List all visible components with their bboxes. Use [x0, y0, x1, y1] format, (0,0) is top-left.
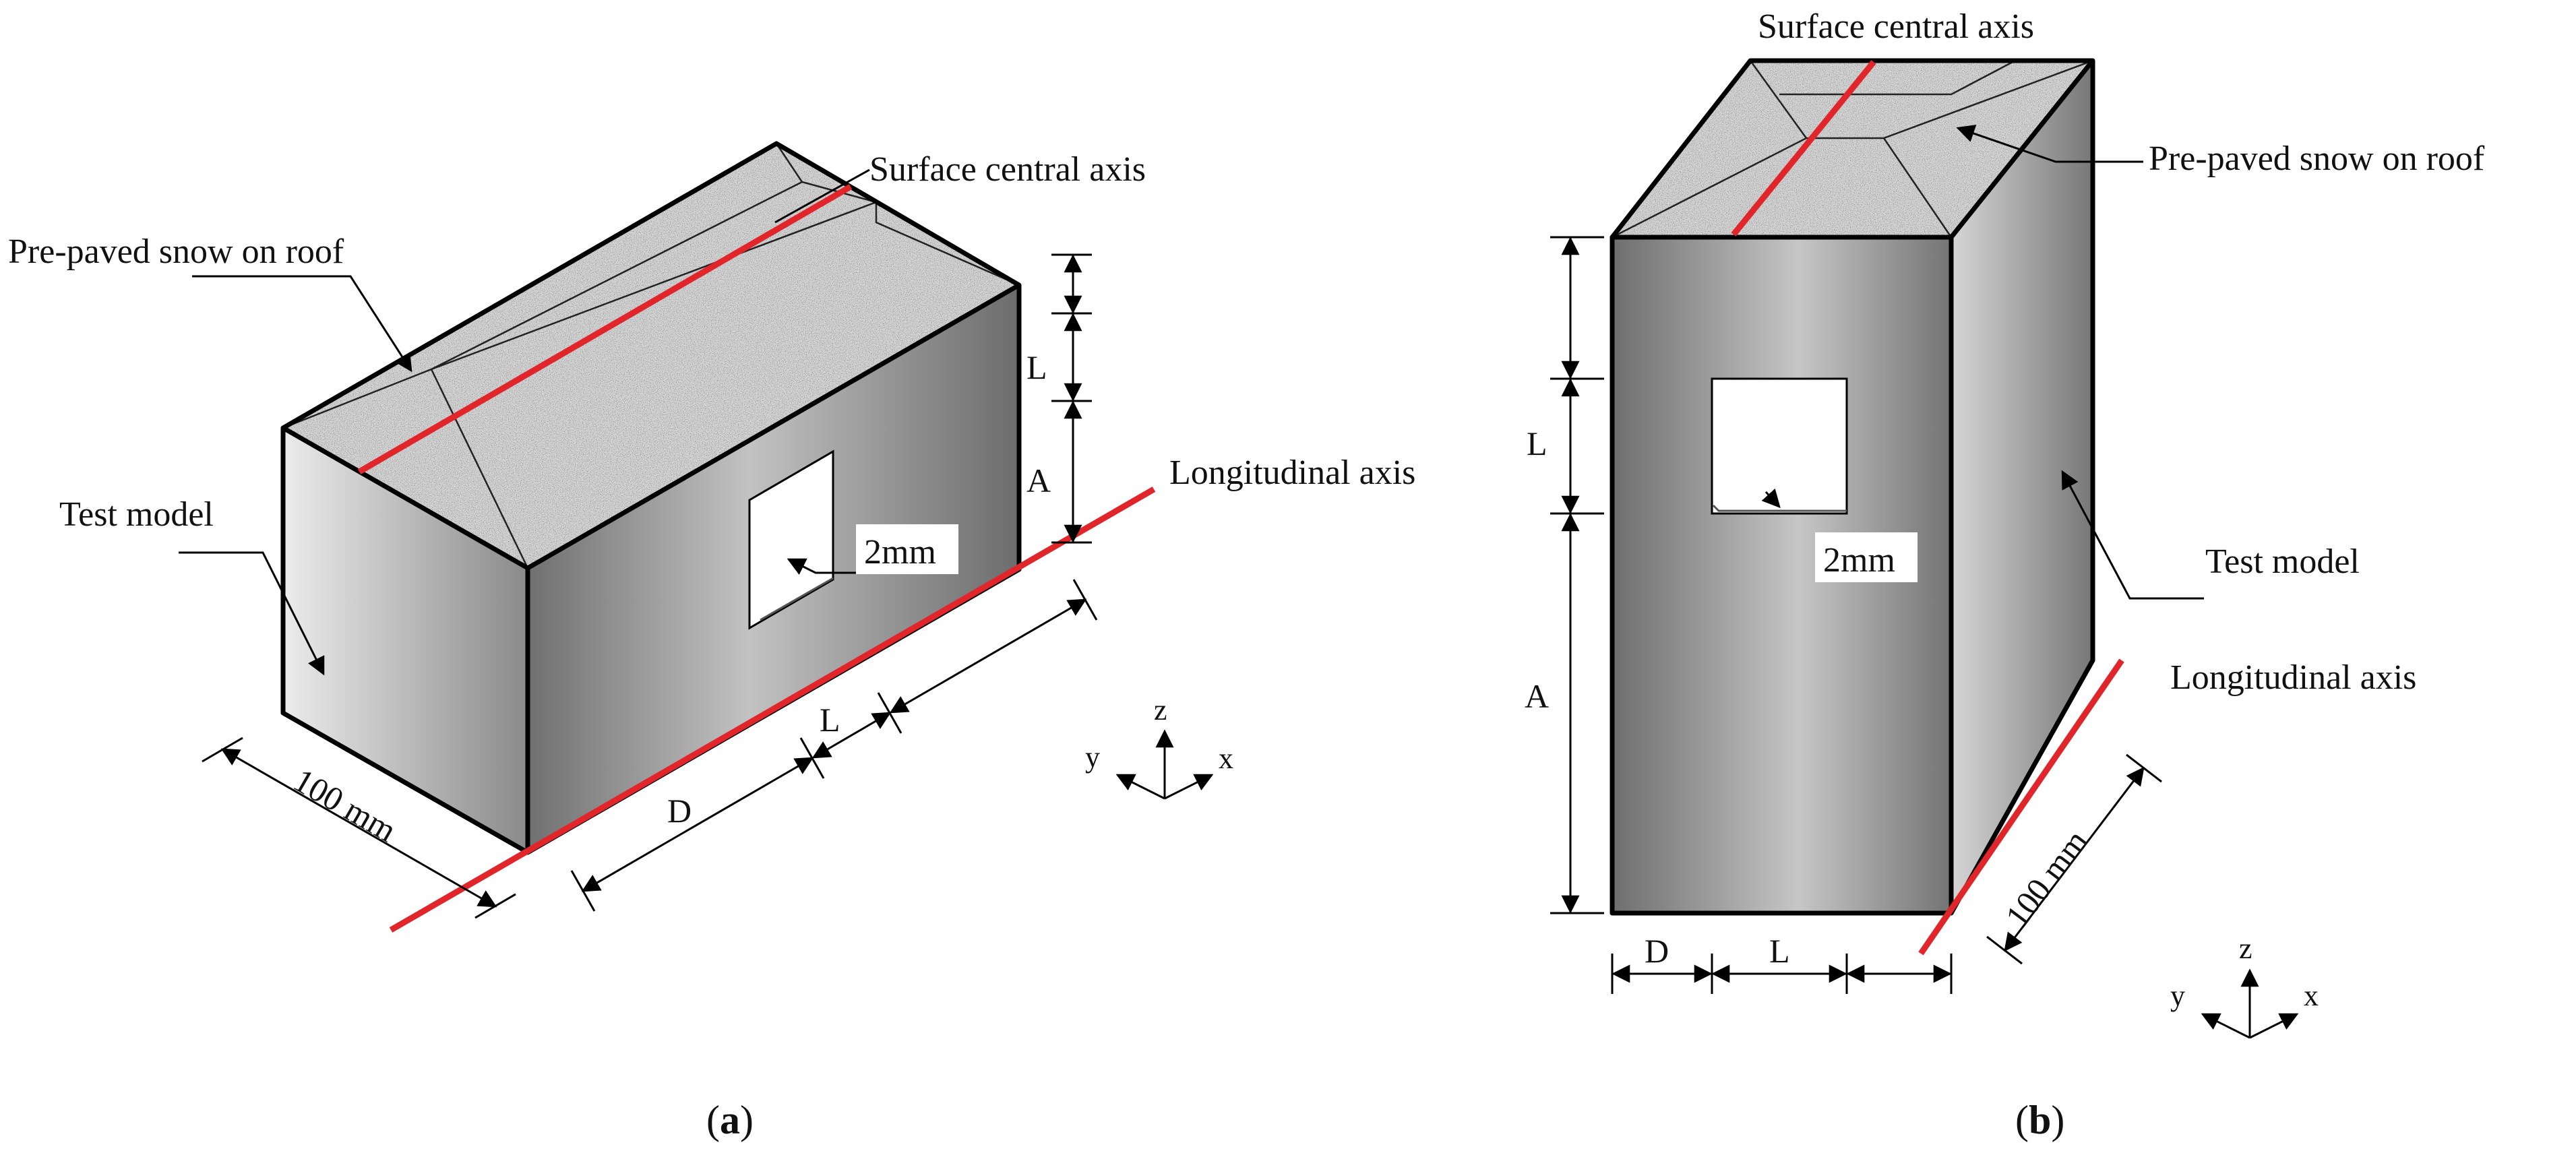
leader-a-test-model	[179, 551, 325, 676]
model-a-roof-snow	[283, 144, 1019, 568]
dim-b-A-label: A	[1525, 677, 1549, 715]
dim-a-tick-d3	[877, 692, 902, 734]
leader-a-surface-axis	[774, 168, 870, 224]
axes-b-y	[2201, 1013, 2250, 1039]
caption-b: (b)	[2015, 1098, 2064, 1142]
leader-b-gap	[1761, 488, 1781, 508]
dim-b-D-label: D	[1645, 932, 1669, 970]
dim-b-width-tick2	[2126, 753, 2162, 783]
label-a-surface-axis: Surface central axis	[869, 150, 1146, 189]
leader-b-test-model	[2061, 470, 2204, 600]
axes-a-y-label: y	[1085, 741, 1100, 774]
axes-a-y	[1115, 774, 1165, 800]
dim-b-L-bottom-label: L	[1769, 932, 1790, 970]
model-a-snow-ridge	[282, 143, 803, 429]
label-a-gap: 2mm	[864, 533, 936, 571]
label-a-longitudinal-axis: Longitudinal axis	[1169, 454, 1415, 492]
model-b-snow-ridge-1	[1749, 59, 2093, 139]
leader-a-gap	[787, 558, 859, 575]
model-a-snow-ridge-front	[430, 369, 529, 569]
model-b-side-face	[1951, 61, 2093, 913]
model-a-window-gap	[760, 577, 834, 621]
axes-b-z-label: z	[2239, 932, 2252, 965]
label-b-longitudinal-axis: Longitudinal axis	[2170, 658, 2416, 697]
model-b-window-gap	[1712, 504, 1847, 512]
dim-a-tick-d1	[570, 870, 596, 912]
dim-a-A-label: A	[1026, 462, 1051, 499]
axes-a-x	[1164, 774, 1214, 800]
label-a-snow: Pre-paved snow on roof	[8, 232, 344, 271]
model-a-surface-central-axis	[357, 184, 853, 474]
panel-a: Surface central axis Pre-paved snow on r…	[8, 141, 1415, 1142]
dim-a-width-tick2	[474, 893, 516, 919]
dim-a-tick-d2	[799, 737, 825, 779]
label-a-test-model: Test model	[59, 495, 214, 534]
label-b-surface-axis: Surface central axis	[1758, 7, 2034, 46]
dim-b-width-line	[2004, 766, 2145, 952]
panel-b: Surface central axis Pre-paved snow on r…	[1525, 7, 2485, 1142]
label-b-snow: Pre-paved snow on roof	[2149, 139, 2485, 178]
leader-a-snow	[192, 275, 412, 373]
dim-a-width-tick1	[202, 737, 243, 763]
axes-b-x	[2249, 1013, 2299, 1039]
axes-a-x-label: x	[1219, 742, 1233, 775]
dim-a-L-bottom-label: L	[820, 701, 840, 739]
axes-b-x-label: x	[2304, 979, 2319, 1012]
dim-b-width-label: 100 mm	[1998, 823, 2095, 935]
model-a-longitudinal-axis	[389, 487, 1156, 933]
label-a-gap-box	[856, 524, 958, 574]
model-b-snow-ridge-3	[1882, 137, 1953, 238]
model-b-outline-side	[1949, 61, 2095, 914]
model-b-surface-central-axis	[1731, 60, 1876, 237]
dim-a-A-bottom	[889, 598, 1087, 714]
caption-a: (a)	[706, 1098, 754, 1142]
model-b-front-face	[1612, 237, 1951, 913]
dim-a-tick-d4	[1072, 579, 1098, 621]
model-b-window	[1711, 377, 1848, 515]
dim-a-L-side-label: L	[1026, 348, 1047, 386]
dim-a-D-label: D	[667, 792, 692, 830]
dim-a-width-line	[220, 748, 497, 908]
dim-b-width-tick1	[1986, 935, 2023, 965]
axes-b-y-label: y	[2170, 979, 2185, 1012]
label-b-gap: 2mm	[1823, 541, 1895, 580]
dim-a-D	[581, 757, 814, 892]
dim-a-L-bottom	[811, 712, 892, 759]
model-a-window	[748, 449, 834, 630]
leader-b-snow	[1956, 125, 2143, 163]
model-b-outline-front	[1609, 235, 1954, 916]
model-b-snow-ridge-4	[1779, 59, 2016, 96]
label-b-gap-box	[1815, 532, 1918, 582]
dim-b-L-side-label: L	[1527, 425, 1547, 462]
model-b-snow-ridge-2	[1612, 137, 1807, 239]
axes-a-z-label: z	[1154, 693, 1167, 726]
label-b-test-model: Test model	[2205, 542, 2360, 581]
